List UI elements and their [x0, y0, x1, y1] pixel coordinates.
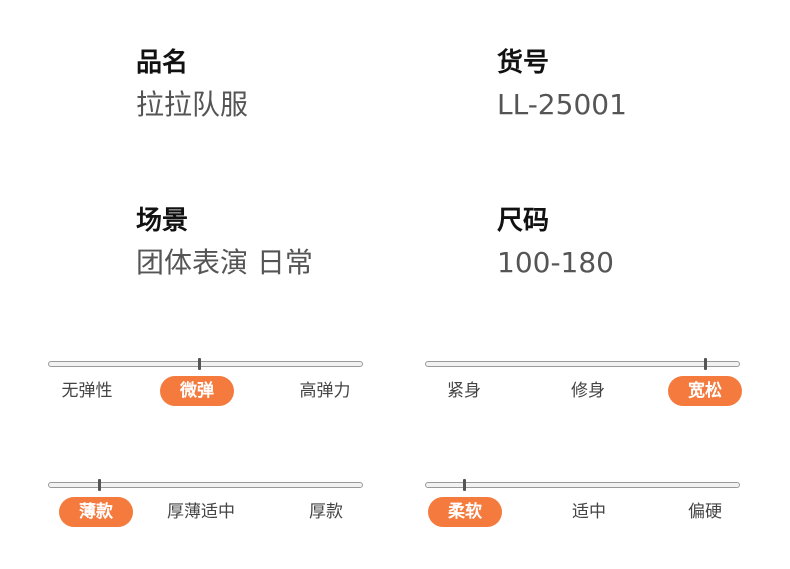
elasticity-marker — [198, 358, 202, 370]
softness-option-3: 偏硬 — [688, 502, 722, 522]
product-name-value: 拉拉队服 — [136, 88, 249, 121]
scene-block: 场景 团体表演 日常 — [136, 206, 313, 280]
elasticity-option-3: 高弹力 — [299, 381, 351, 401]
thickness-marker — [98, 479, 102, 491]
softness-option-2: 适中 — [572, 502, 606, 522]
fit-marker — [703, 358, 707, 370]
elasticity-track — [48, 358, 363, 370]
thickness-option-1: 薄款 — [59, 497, 133, 527]
size-value: 100-180 — [497, 246, 614, 279]
softness-track — [425, 479, 740, 491]
softness-option-1: 柔软 — [428, 497, 502, 527]
softness-marker — [462, 479, 466, 491]
fit-scale: 紧身 修身 宽松 — [425, 358, 742, 421]
scene-label: 场景 — [136, 206, 189, 236]
scene-value: 团体表演 日常 — [136, 246, 313, 279]
elasticity-option-2: 微弹 — [160, 376, 234, 406]
fit-option-2: 修身 — [571, 381, 605, 401]
elasticity-option-1: 无弹性 — [61, 381, 113, 401]
item-number-block: 货号 LL-25001 — [497, 48, 627, 122]
fit-option-1: 紧身 — [447, 381, 481, 401]
fit-track — [425, 358, 740, 370]
size-block: 尺码 100-180 — [497, 206, 614, 280]
item-number-label: 货号 — [497, 48, 550, 78]
thickness-option-3: 厚款 — [309, 502, 343, 522]
item-number-value: LL-25001 — [497, 88, 627, 121]
fit-option-3: 宽松 — [668, 376, 742, 406]
thickness-option-2: 厚薄适中 — [167, 502, 235, 522]
thickness-scale: 薄款 厚薄适中 厚款 — [48, 479, 363, 542]
product-name-block: 品名 拉拉队服 — [136, 48, 248, 122]
product-name-label: 品名 — [136, 48, 189, 78]
elasticity-scale: 无弹性 微弹 高弹力 — [48, 358, 363, 421]
softness-scale: 柔软 适中 偏硬 — [425, 479, 740, 542]
thickness-track — [48, 479, 363, 491]
size-label: 尺码 — [497, 206, 550, 236]
